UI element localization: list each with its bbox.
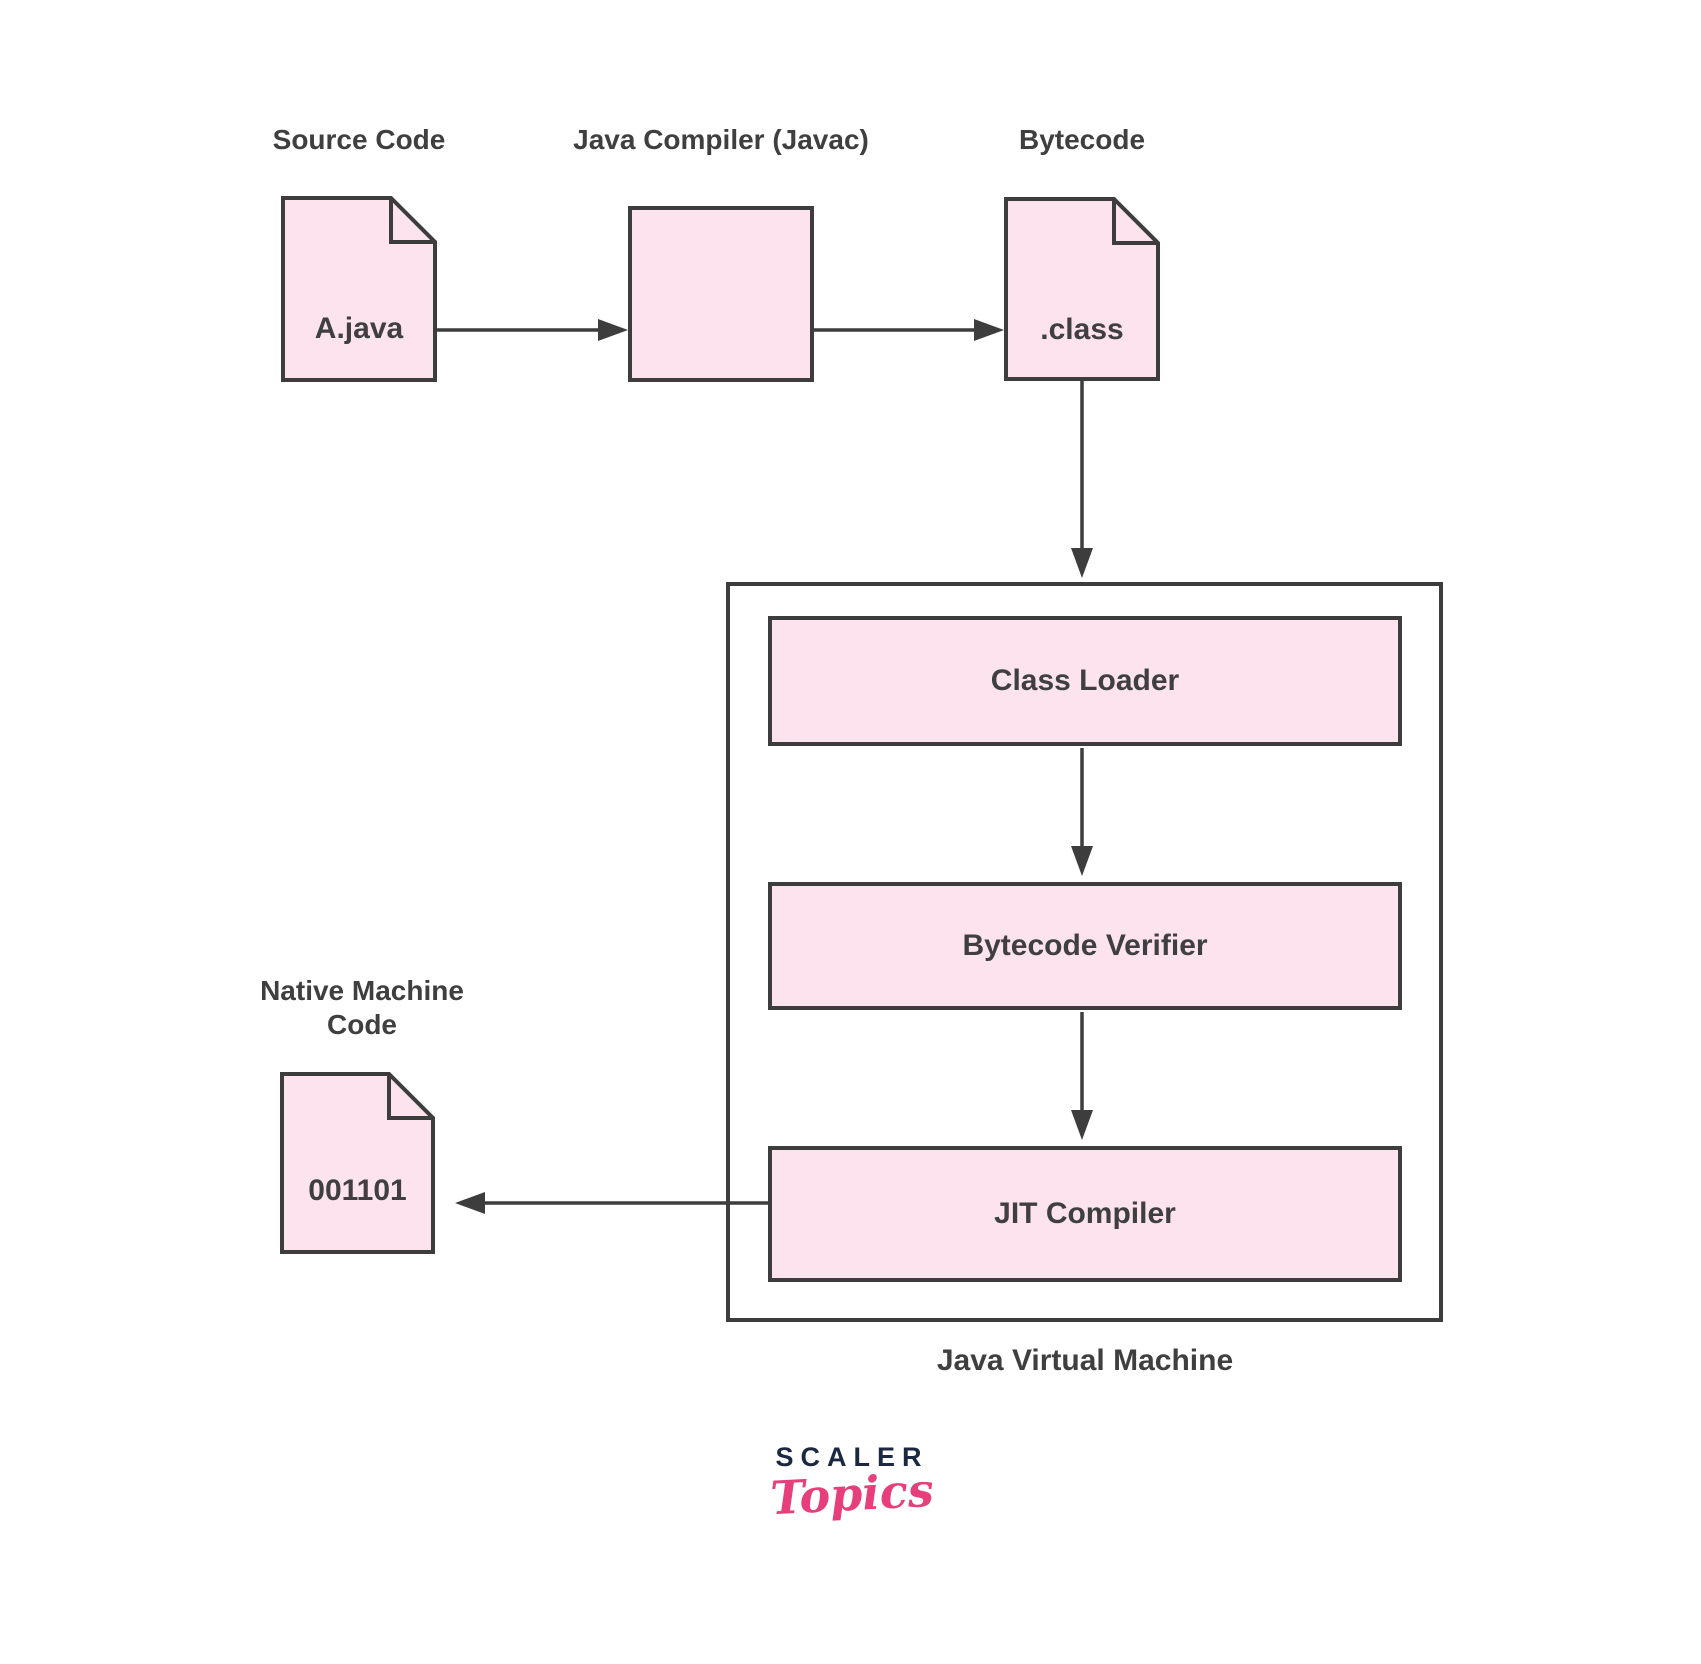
bytecode-file-name: .class bbox=[1040, 313, 1124, 346]
document-icon bbox=[281, 196, 437, 382]
bytecode-label: Bytecode bbox=[1018, 124, 1146, 155]
bytecode-verifier-box: Bytecode Verifier bbox=[768, 882, 1402, 1010]
jit-compiler-box: JIT Compiler bbox=[768, 1146, 1402, 1282]
arrow-jit-to-native bbox=[455, 1192, 768, 1214]
native-code-label-line1: Native Machine bbox=[260, 975, 464, 1006]
jvm-caption: Java Virtual Machine bbox=[936, 1344, 1234, 1377]
native-code-label-line2: Code bbox=[326, 1009, 397, 1040]
jvm-container bbox=[726, 582, 1443, 1322]
java-compiler-node bbox=[628, 206, 814, 382]
class-loader-box: Class Loader bbox=[768, 616, 1402, 746]
arrow-source-to-compiler bbox=[437, 319, 628, 341]
source-file-node: A.java bbox=[281, 196, 437, 382]
bytecode-file-node: .class bbox=[1004, 197, 1160, 381]
native-code-label: Native Machine Code bbox=[260, 974, 464, 1042]
native-file-node: 001101 bbox=[280, 1072, 435, 1254]
document-icon bbox=[280, 1072, 435, 1254]
arrow-compiler-to-bytecode bbox=[814, 319, 1004, 341]
logo-brand-text: SCALER bbox=[775, 1442, 929, 1472]
document-icon bbox=[1004, 197, 1160, 381]
native-file-name: 001101 bbox=[308, 1174, 407, 1207]
arrow-bytecode-to-jvm bbox=[1071, 381, 1093, 578]
source-code-label: Source Code bbox=[272, 124, 446, 155]
scaler-topics-logo: SCALER Topics bbox=[722, 1442, 982, 1525]
java-compiler-label: Java Compiler (Javac) bbox=[573, 124, 869, 155]
source-file-name: A.java bbox=[314, 312, 404, 345]
